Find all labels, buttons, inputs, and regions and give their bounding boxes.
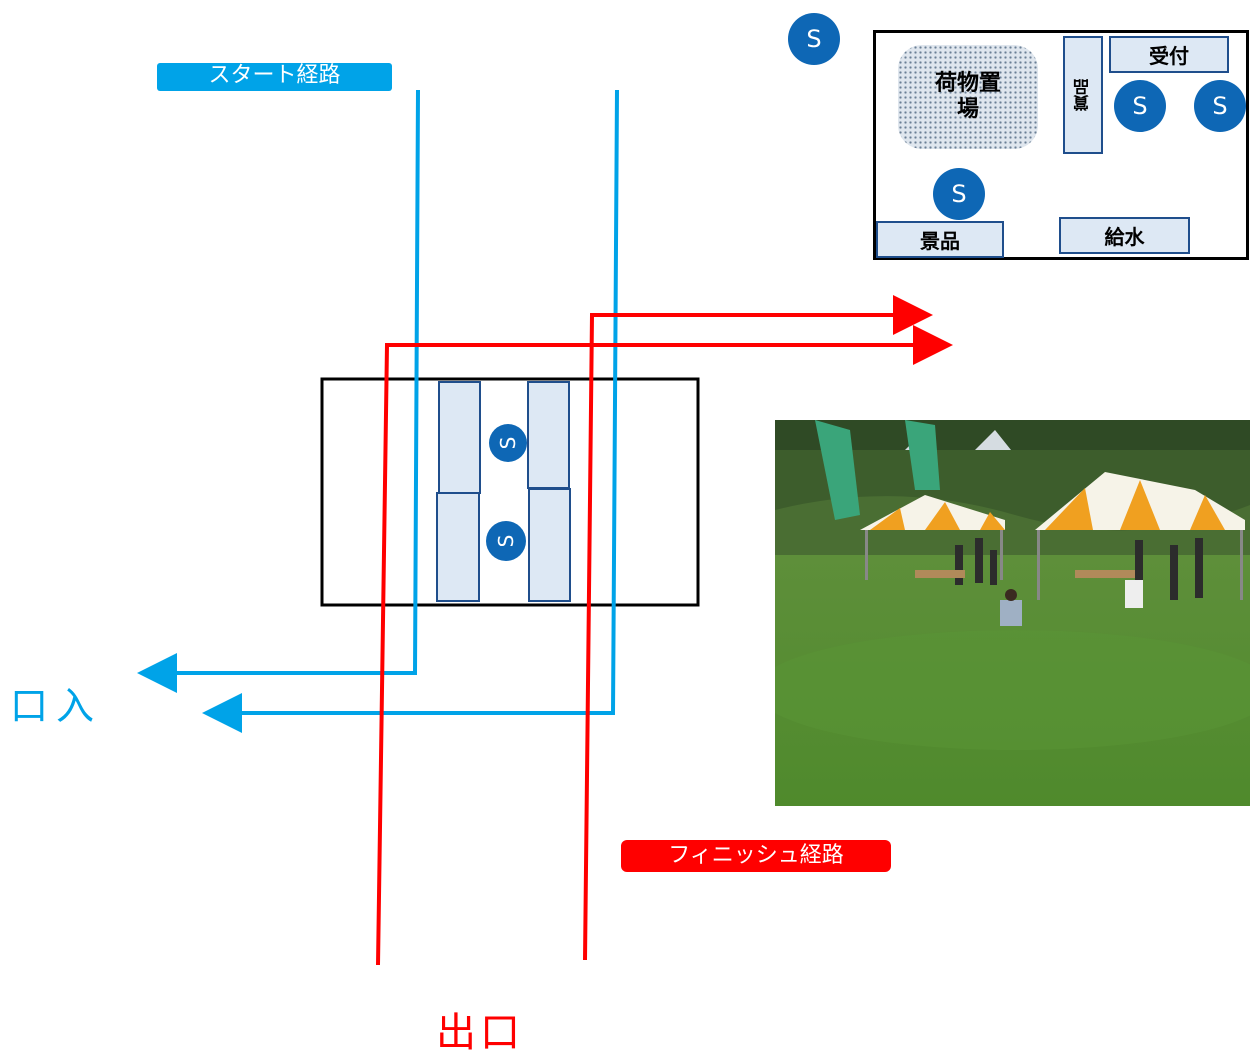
event-site-photo	[775, 420, 1250, 806]
inset-map: 荷物置場 賞品 受付 S S S 景品 給水	[873, 30, 1249, 260]
prizes-vertical-box: 賞品	[1063, 36, 1103, 154]
stage-cell-right-top	[527, 381, 570, 489]
entrance-label: 口入	[10, 684, 103, 728]
exit-label: 出口	[436, 1010, 524, 1056]
start-route-line-2	[202, 89, 619, 733]
luggage-label: 荷物置場	[934, 71, 1001, 122]
start-route-line-1	[137, 89, 420, 693]
finish-route-line-1	[376, 325, 953, 966]
start-route-label: スタート経路	[157, 63, 392, 91]
finish-route-label: フィニッシュ経路	[621, 840, 891, 872]
staff-marker: S	[788, 13, 840, 65]
reception-box: 受付	[1109, 36, 1229, 73]
stage-cell-left-bottom	[436, 492, 480, 602]
stage-cell-right-bottom	[528, 488, 571, 602]
prizes-vertical-label: 賞品	[1073, 79, 1092, 111]
staff-marker: S	[489, 424, 527, 462]
staff-marker: S	[486, 521, 526, 561]
prizes-box: 景品	[876, 221, 1004, 258]
staff-marker: S	[1114, 80, 1166, 132]
luggage-area: 荷物置場	[898, 45, 1038, 149]
stage-area	[320, 377, 700, 607]
staff-marker: S	[1194, 80, 1246, 132]
stage-cell-left-top	[438, 381, 481, 494]
finish-route-line-2	[583, 295, 933, 961]
staff-marker: S	[933, 168, 985, 220]
water-box: 給水	[1059, 217, 1190, 254]
